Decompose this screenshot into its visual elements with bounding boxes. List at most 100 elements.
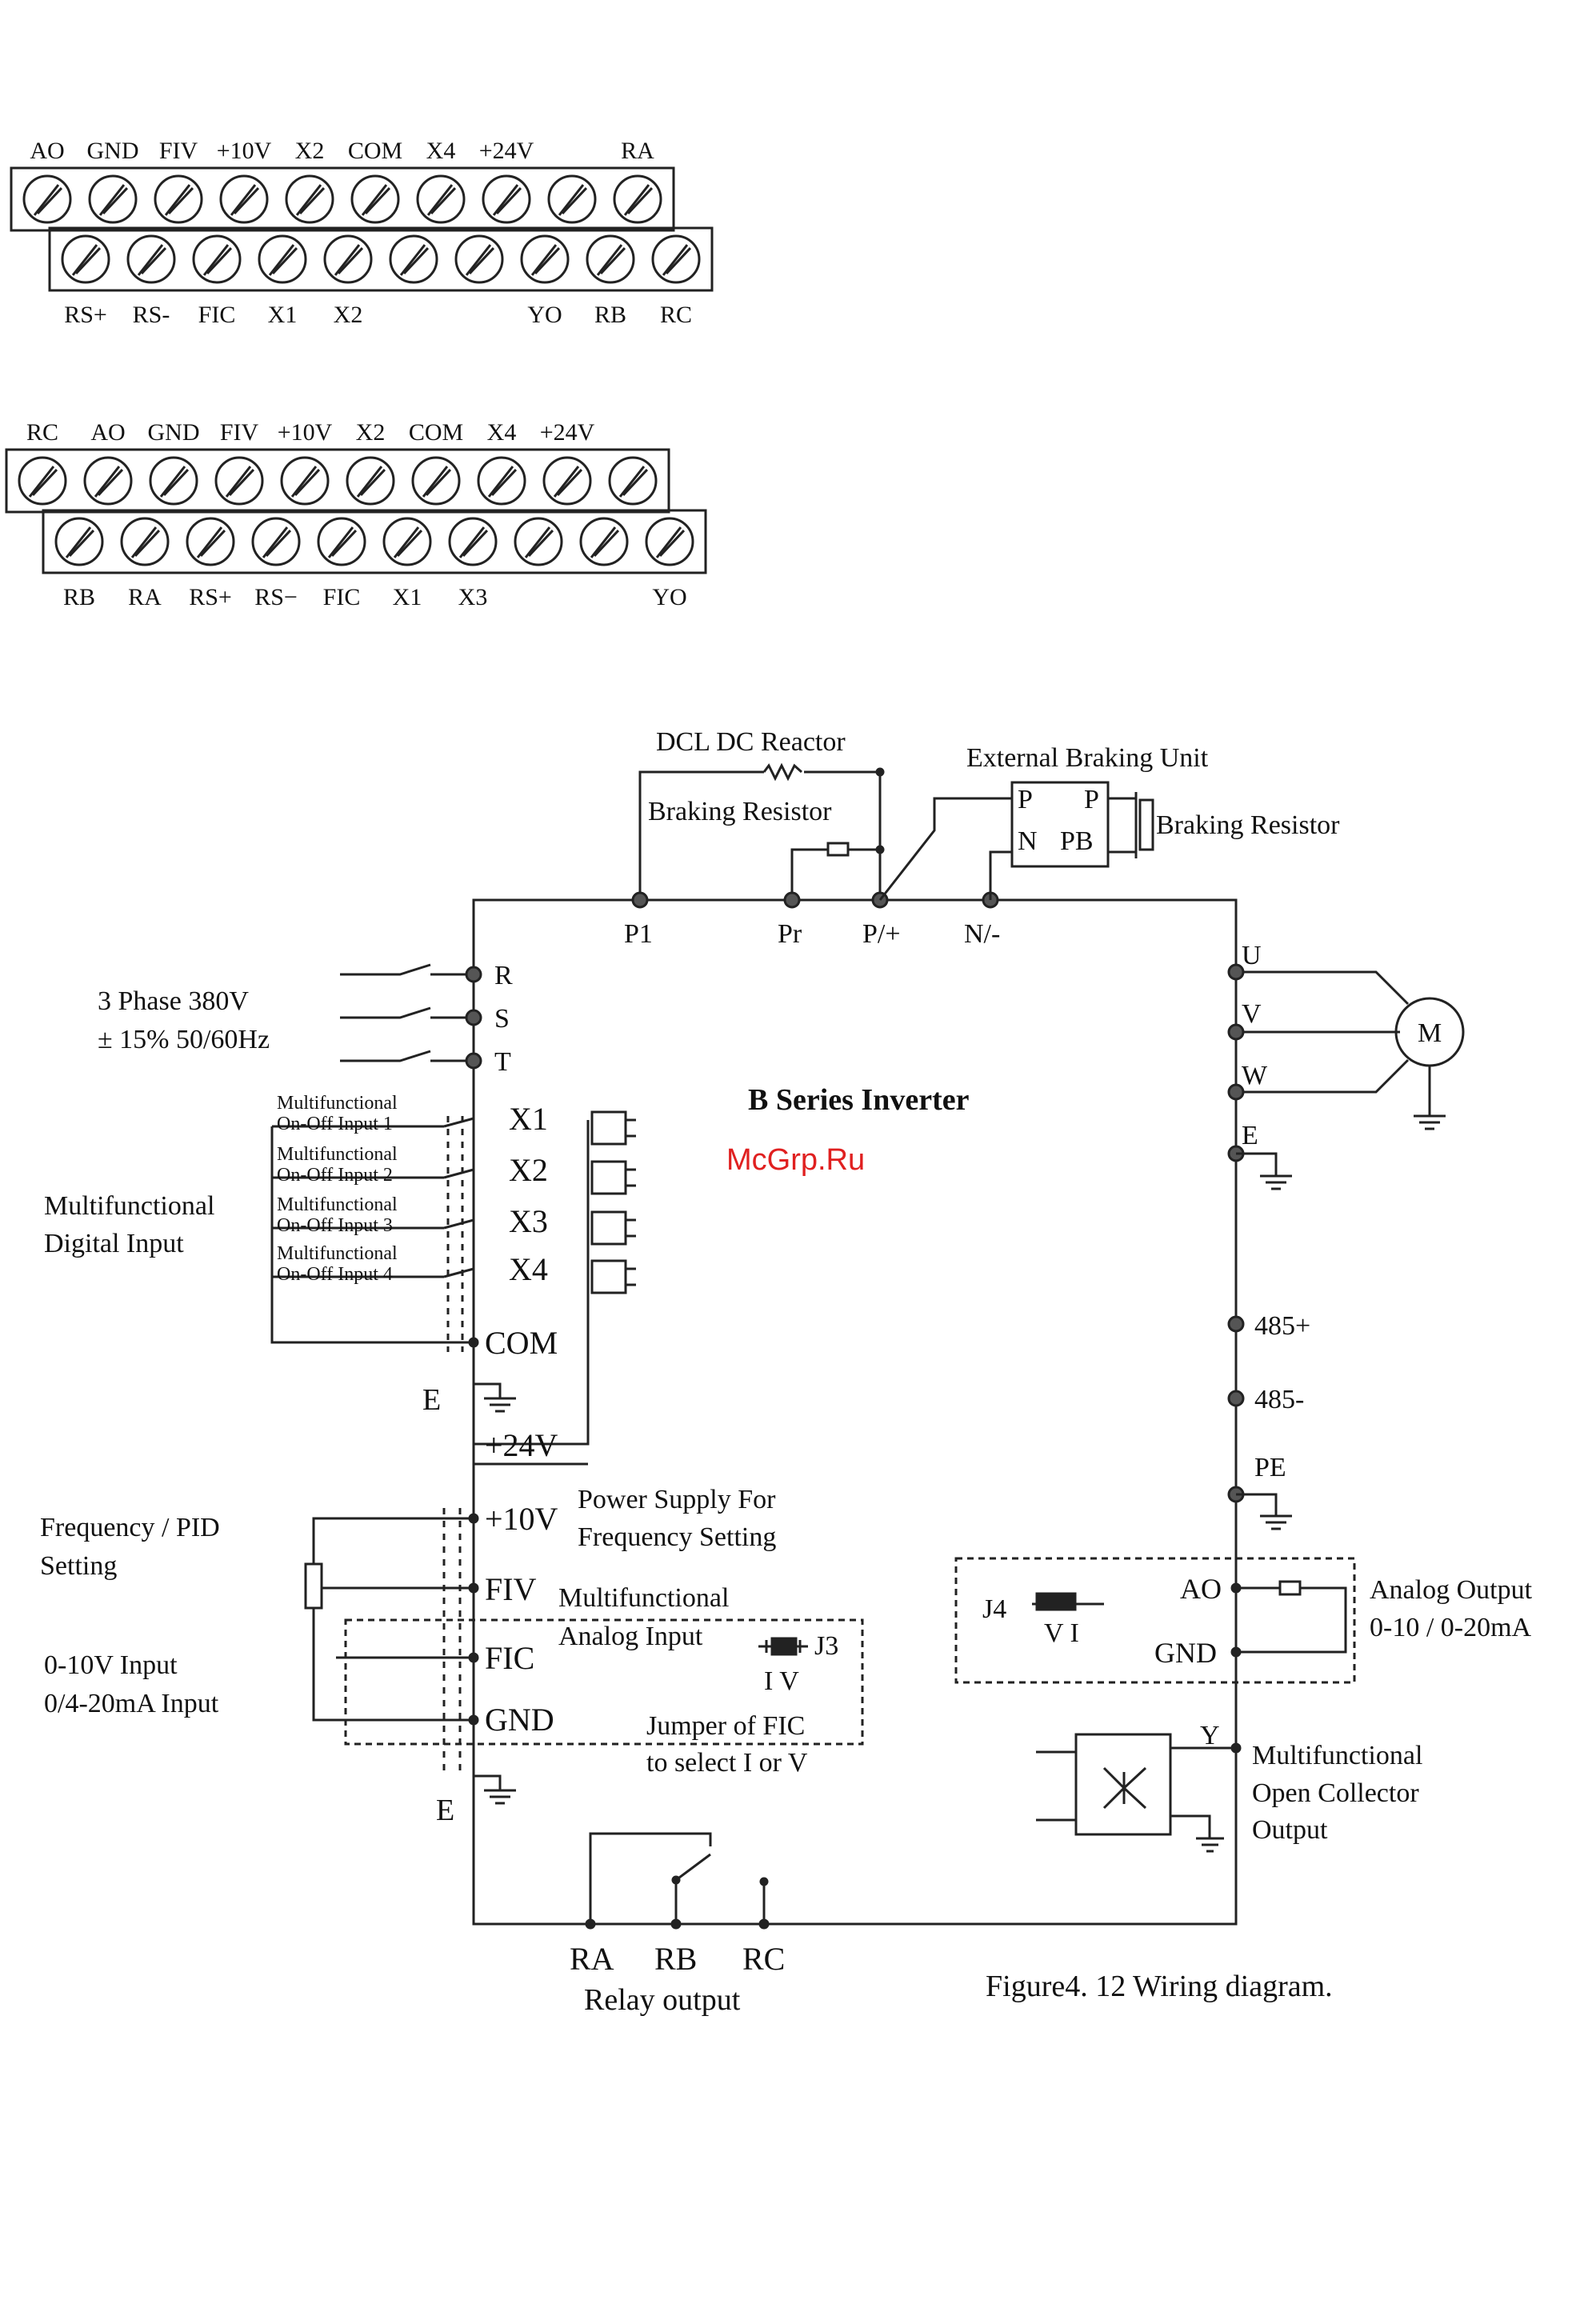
label-v: V [1242, 999, 1262, 1029]
screw-slot [68, 530, 95, 557]
screw-slot [162, 469, 190, 496]
terminal-t [465, 1052, 482, 1070]
screw-slot [655, 526, 682, 558]
screw-slot [393, 526, 420, 558]
label-j3-iv: I V [764, 1666, 799, 1696]
screw-slot [298, 187, 326, 214]
external-braking-unit-label: External Braking Unit [966, 743, 1209, 773]
terminal-screw [579, 517, 629, 566]
terminal-screw [586, 234, 635, 284]
terminal-label-top: FIV [220, 419, 259, 446]
terminal-label-top: AO [90, 419, 125, 446]
terminal-label-bottom: RA [128, 584, 162, 610]
analog-output-line2: 0-10 / 0-20mA [1370, 1613, 1532, 1642]
label-x3: X3 [509, 1203, 548, 1239]
terminal-label-top: RA [621, 138, 654, 164]
bus-p-plus-label: P/+ [862, 919, 901, 949]
screw-slot [134, 530, 161, 557]
mf-1a: Multifunctional [277, 1093, 398, 1114]
terminal-label-top: X4 [487, 419, 517, 446]
open-collector-line2: Open Collector [1252, 1778, 1419, 1808]
terminal-label-top: RC [26, 419, 58, 446]
screw-slot [622, 469, 649, 496]
terminal-screw [645, 517, 694, 566]
screw-slot [337, 247, 364, 274]
analog-output-dashed-box [954, 1557, 1356, 1684]
terminal-label-top: COM [409, 419, 463, 446]
terminal-screw [126, 234, 176, 284]
terminal-screw [448, 517, 498, 566]
power-supply-line1: Power Supply For [578, 1485, 776, 1514]
open-collector-line1: Multifunctional [1252, 1741, 1422, 1770]
input-line2: 0/4-20mA Input [44, 1689, 219, 1718]
supply-line-s [340, 1006, 474, 1019]
terminal-row-top [10, 166, 675, 232]
screw-slot [130, 526, 158, 558]
screw-slot [137, 244, 164, 276]
terminal-screw [613, 174, 662, 224]
analog-input-dashed-box [344, 1618, 864, 1746]
screw-slot [36, 187, 63, 214]
terminal-label-top: FIV [159, 138, 198, 164]
label-u: U [1242, 941, 1262, 970]
unit-pb: PB [1060, 826, 1094, 856]
bus-n-minus-label: N/- [964, 919, 1000, 949]
open-collector-wires [1036, 1746, 1236, 1838]
open-collector-line3: Output [1252, 1815, 1328, 1845]
terminal-w [1227, 1083, 1245, 1101]
terminal-u [1227, 963, 1245, 981]
jumper-line1: Jumper of FIC [646, 1711, 805, 1741]
terminal-screw [214, 456, 264, 506]
terminal-p1 [631, 891, 649, 909]
terminal-y [1230, 1742, 1242, 1754]
braking-resistor-top-label: Braking Resistor [648, 797, 832, 826]
screw-slot [31, 469, 58, 496]
open-collector-ground [1196, 1837, 1224, 1853]
screw-slot [196, 526, 223, 558]
label-rb: RB [654, 1941, 697, 1977]
analog-output-line1: Analog Output [1370, 1575, 1533, 1605]
terminal-screw [608, 456, 658, 506]
screw-slot [527, 530, 554, 557]
terminal-rc [758, 1918, 770, 1930]
terminal-label-bottom: RS+ [64, 302, 107, 328]
screw-slot [662, 244, 689, 276]
braking-resistor-wire [790, 848, 880, 900]
freq-setting-line2: Setting [40, 1551, 117, 1581]
terminal-label-bottom: X3 [458, 584, 488, 610]
terminal-label-top: X2 [295, 138, 325, 164]
screw-slot [294, 469, 321, 496]
screw-slot [465, 244, 492, 276]
mf-2a: Multifunctional [277, 1144, 398, 1165]
label-gnd-right: GND [1154, 1637, 1217, 1669]
label-com: COM [485, 1325, 558, 1361]
screw-slot [228, 469, 255, 496]
terminal-screw [280, 456, 330, 506]
label-485-plus: 485+ [1254, 1311, 1310, 1341]
opto-2 [590, 1160, 627, 1195]
screw-slot [295, 184, 322, 216]
terminal-screw [192, 234, 242, 284]
terminal-label-bottom: FIC [198, 302, 236, 328]
terminal-label-top: AO [30, 138, 64, 164]
label-ao: AO [1180, 1573, 1222, 1605]
terminal-gnd-right [1230, 1646, 1242, 1658]
inverter-title: B Series Inverter [748, 1083, 970, 1117]
screw-slot [94, 466, 121, 498]
figure-caption: Figure4. 12 Wiring diagram. [986, 1970, 1333, 2003]
screw-slot [593, 530, 620, 557]
terminal-screw [83, 456, 133, 506]
label-e-left2: E [436, 1794, 454, 1827]
mf-3a: Multifunctional [277, 1194, 398, 1215]
digital-input-line1: Multifunctional [44, 1191, 214, 1221]
motor-label: M [1418, 1018, 1442, 1048]
terminal-fic [468, 1652, 479, 1663]
supply-line-t [340, 1050, 474, 1062]
screw-slot [334, 244, 361, 276]
screw-slot [399, 244, 426, 276]
screw-slot [492, 184, 519, 216]
terminal-s [465, 1009, 482, 1026]
screw-slot [65, 526, 92, 558]
